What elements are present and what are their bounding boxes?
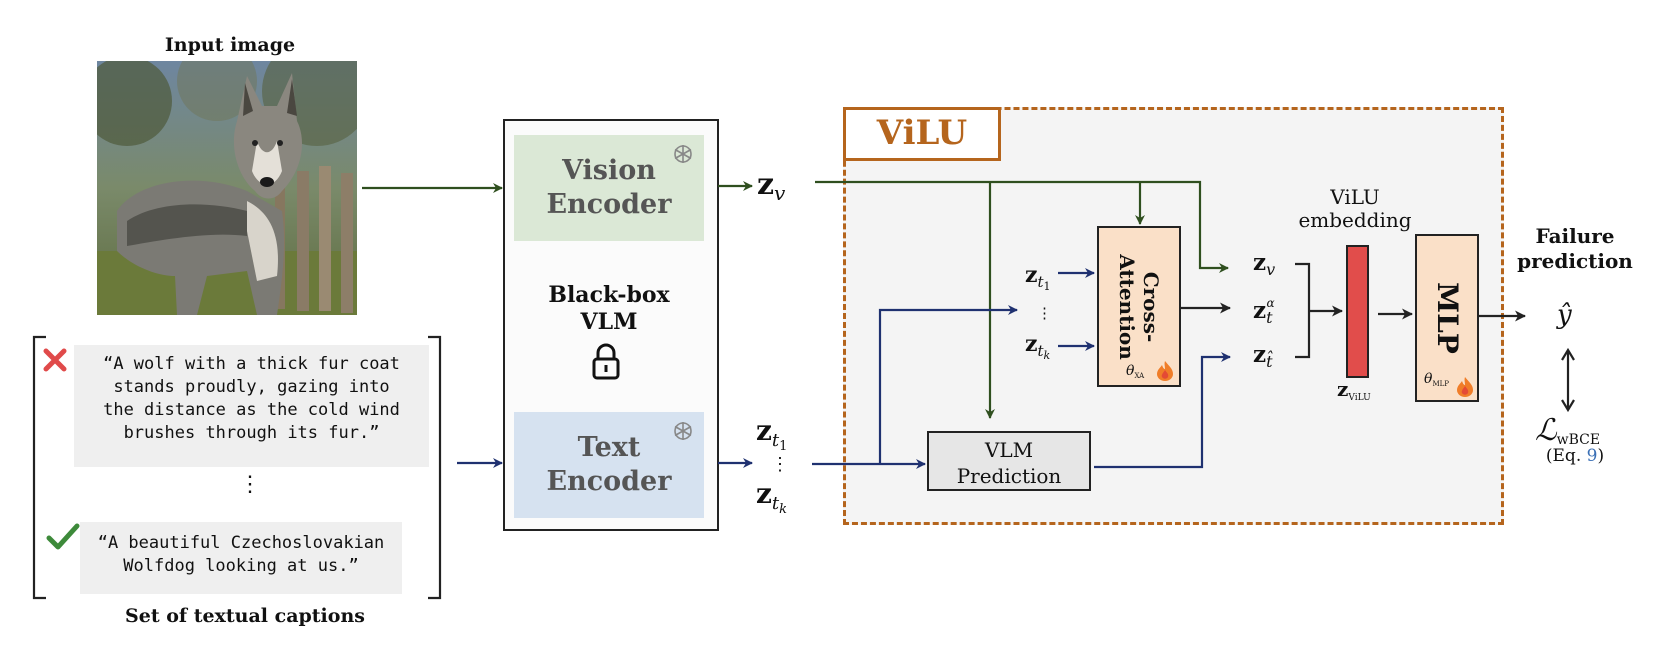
loss-equation-ref: (Eq. 9) <box>1520 446 1630 466</box>
emb-zt-alpha-symbol: ztα <box>1253 296 1275 327</box>
input-image-title: Input image <box>164 34 296 56</box>
loss-ref-prefix: (Eq. <box>1545 446 1587 466</box>
vilu-title: ViLU <box>843 107 1001 161</box>
ztk-symbol: ztk <box>756 477 787 517</box>
cross-attention-block: Cross- Attention <box>1097 226 1181 387</box>
loss-ref-suffix: ) <box>1597 446 1605 466</box>
theta-mlp-symbol: θMLP <box>1424 371 1449 388</box>
loss-wbce-symbol: ℒwBCE <box>1535 413 1600 448</box>
captions-title: Set of textual captions <box>125 605 365 627</box>
flame-icon <box>1455 376 1475 398</box>
emb-zv-symbol: zv <box>1253 249 1275 279</box>
mlp-block: MLP <box>1415 234 1479 402</box>
ca-ztk-symbol: ztk <box>1025 331 1051 362</box>
zt-to-cross-attention-arrow <box>878 305 1018 464</box>
theta-xa-symbol: θXA <box>1126 363 1145 380</box>
caption-set-bracket <box>32 335 442 600</box>
blackbox-vlm-label: Black-box VLM <box>548 282 670 335</box>
text-encoder: Text Encoder <box>514 412 704 518</box>
vlm-prediction-to-embedding-arrow <box>1094 352 1231 469</box>
ca-vdots-symbol: ⋮ <box>1037 304 1052 322</box>
failure-prediction-title: Failure prediction <box>1517 224 1633 273</box>
wrong-caption: “A wolf with a thick fur coat stands pro… <box>74 345 429 467</box>
caption-ellipsis: ⋮ <box>239 472 261 497</box>
flame-icon <box>1155 360 1175 382</box>
ca-zt1-symbol: zt1 <box>1025 262 1051 293</box>
zv-symbol: zv <box>757 167 786 205</box>
snowflake-icon <box>671 142 695 166</box>
zv-to-embedding-arrow <box>815 180 1229 273</box>
vilu-embedding-vector <box>1346 245 1369 378</box>
y-hat-symbol: ŷ <box>1556 300 1572 330</box>
checkmark-icon <box>46 522 80 552</box>
loss-ref-number: 9 <box>1586 446 1598 466</box>
vlm-prediction-block: VLM Prediction <box>927 431 1091 491</box>
embedding-bracket <box>1295 262 1311 359</box>
zt1-symbol: zt1 <box>756 414 787 454</box>
zt-vdots-symbol: ⋮ <box>771 454 789 475</box>
lock-icon <box>590 342 622 380</box>
z-vilu-symbol: zViLU <box>1337 377 1371 403</box>
correct-caption: “A beautiful Czechoslovakian Wolfdog loo… <box>80 522 402 594</box>
cross-icon <box>42 347 68 373</box>
vilu-embedding-label: ViLU embedding <box>1298 185 1412 232</box>
emb-zt-hat-symbol: zt̂ <box>1253 341 1273 371</box>
dog-image <box>97 61 357 315</box>
vision-encoder: Vision Encoder <box>514 135 704 241</box>
snowflake-icon <box>671 419 695 443</box>
